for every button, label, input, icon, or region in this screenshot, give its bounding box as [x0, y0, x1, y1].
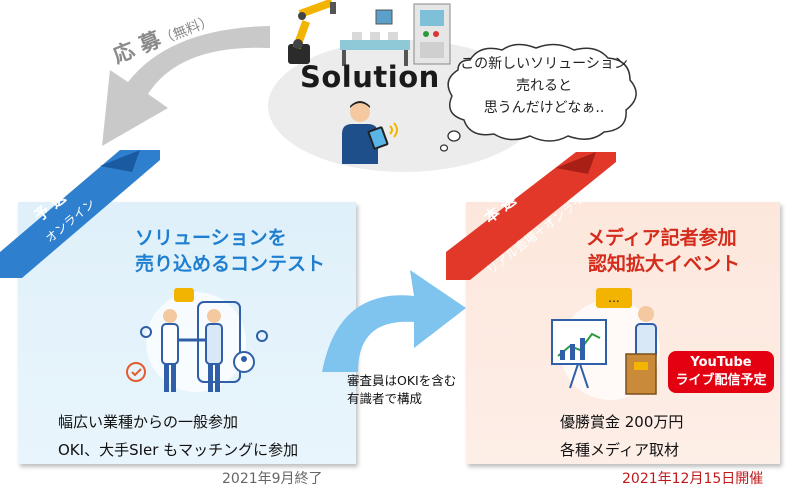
judging-note: 審査員はOKIを含む 有識者で構成 — [347, 372, 456, 408]
preliminary-detail-1: 幅広い業種からの一般参加 — [58, 413, 239, 431]
final-detail-1: 優勝賞金 200万円 — [560, 413, 684, 431]
preliminary-ribbon — [0, 150, 160, 278]
bubble-line-3: 思うんだけどなぁ.. — [483, 100, 605, 116]
svg-text:...: ... — [608, 291, 619, 305]
preliminary-status: 2021年9月終了 — [222, 471, 323, 487]
podium-icon — [625, 353, 657, 395]
conveyor-icon — [340, 9, 410, 66]
final-ribbon — [446, 152, 616, 280]
judging-line-2: 有識者で構成 — [347, 391, 423, 406]
machine-cabinet-icon — [413, 3, 451, 65]
final-title: メディア記者参加 認知拡大イベント — [586, 225, 776, 277]
bubble-line-1: この新しいソリューション — [460, 56, 628, 72]
handshake-illustration — [126, 288, 268, 392]
youtube-badge-line2: ライブ配信予定 — [675, 373, 767, 388]
final-title-line1: メディア記者参加 — [586, 227, 737, 249]
final-detail-2: 各種メディア取材 — [560, 441, 679, 459]
progress-arrow-icon — [322, 270, 466, 372]
check-icon — [126, 362, 146, 382]
judging-line-1: 審査員はOKIを含む — [347, 373, 457, 388]
preliminary-detail-2: OKI、大手SIer もマッチングに参加 — [58, 441, 299, 459]
chat-icon — [174, 288, 194, 302]
preliminary-title-line1: ソリューションを — [135, 227, 287, 249]
youtube-live-badge: YouTube ライブ配信予定 — [668, 351, 774, 393]
robot-arm-icon — [288, 0, 336, 64]
presentation-illustration: ... — [551, 288, 660, 400]
speech-bubble-icon — [596, 288, 632, 308]
youtube-badge-line1: YouTube — [690, 355, 752, 370]
person-with-tablet-icon — [342, 101, 398, 164]
solution-label: Solution — [300, 60, 440, 94]
factory-illustration — [288, 0, 451, 66]
preliminary-title-line2: 売り込めるコンテスト — [135, 253, 326, 275]
bubble-line-2: 売れると — [516, 78, 572, 94]
preliminary-title: ソリューションを 売り込めるコンテスト — [135, 225, 345, 277]
apply-arrow-icon — [102, 26, 270, 146]
final-status: 2021年12月15日開催 — [622, 471, 764, 487]
thought-bubble-shape — [440, 43, 637, 152]
final-title-line2: 認知拡大イベント — [588, 253, 741, 275]
thought-bubble-text: この新しいソリューション 売れると 思うんだけどなぁ.. — [446, 45, 642, 129]
